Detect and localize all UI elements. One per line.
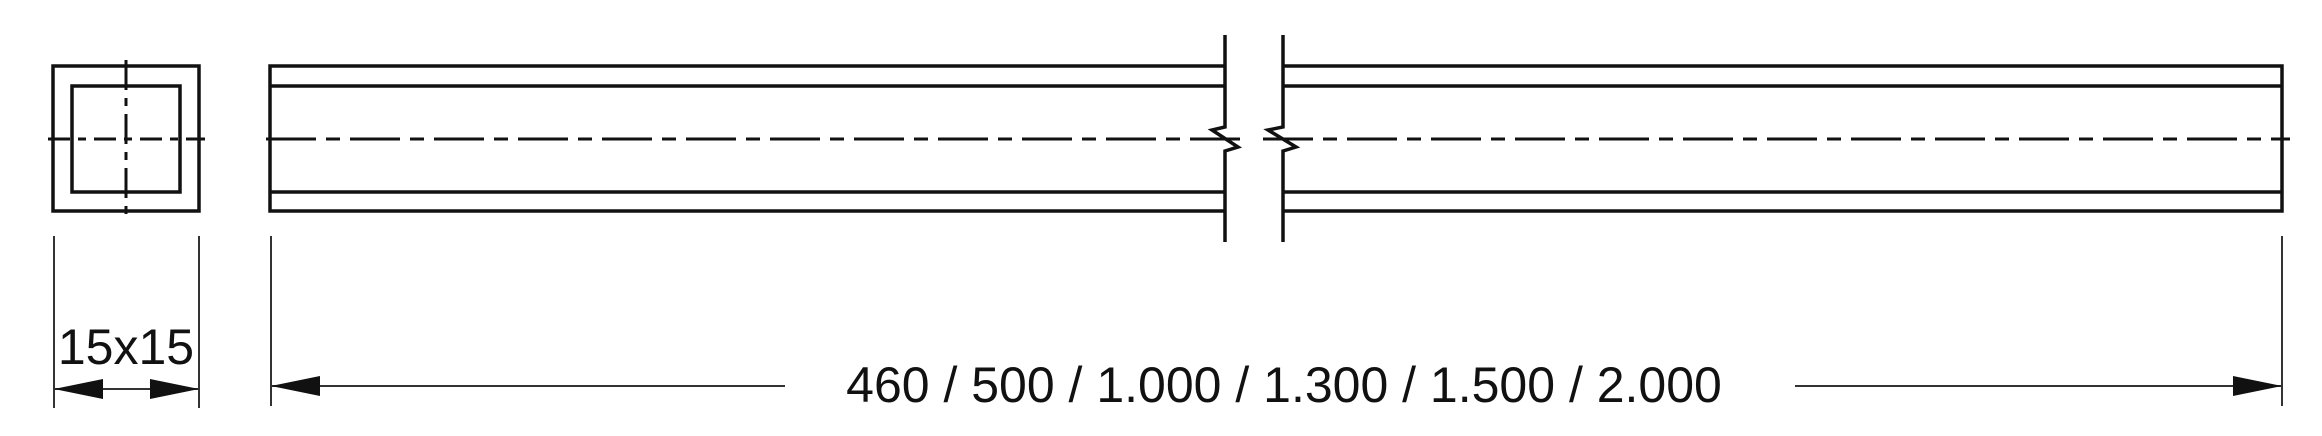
cross-section-view [48, 60, 205, 217]
arrowhead-left [54, 379, 103, 399]
section-dimension: 15x15 [53, 236, 200, 408]
length-dimension-label: 460 / 500 / 1.000 / 1.300 / 1.500 / 2.00… [846, 357, 1722, 413]
arrowhead-right [2233, 376, 2282, 396]
side-view-left [266, 35, 1245, 242]
section-dimension-label: 15x15 [58, 319, 194, 375]
side-view-right [1263, 35, 2290, 242]
length-dimension: 460 / 500 / 1.000 / 1.300 / 1.500 / 2.00… [270, 236, 2283, 413]
arrowhead-left [271, 376, 320, 396]
arrowhead-right [150, 379, 199, 399]
